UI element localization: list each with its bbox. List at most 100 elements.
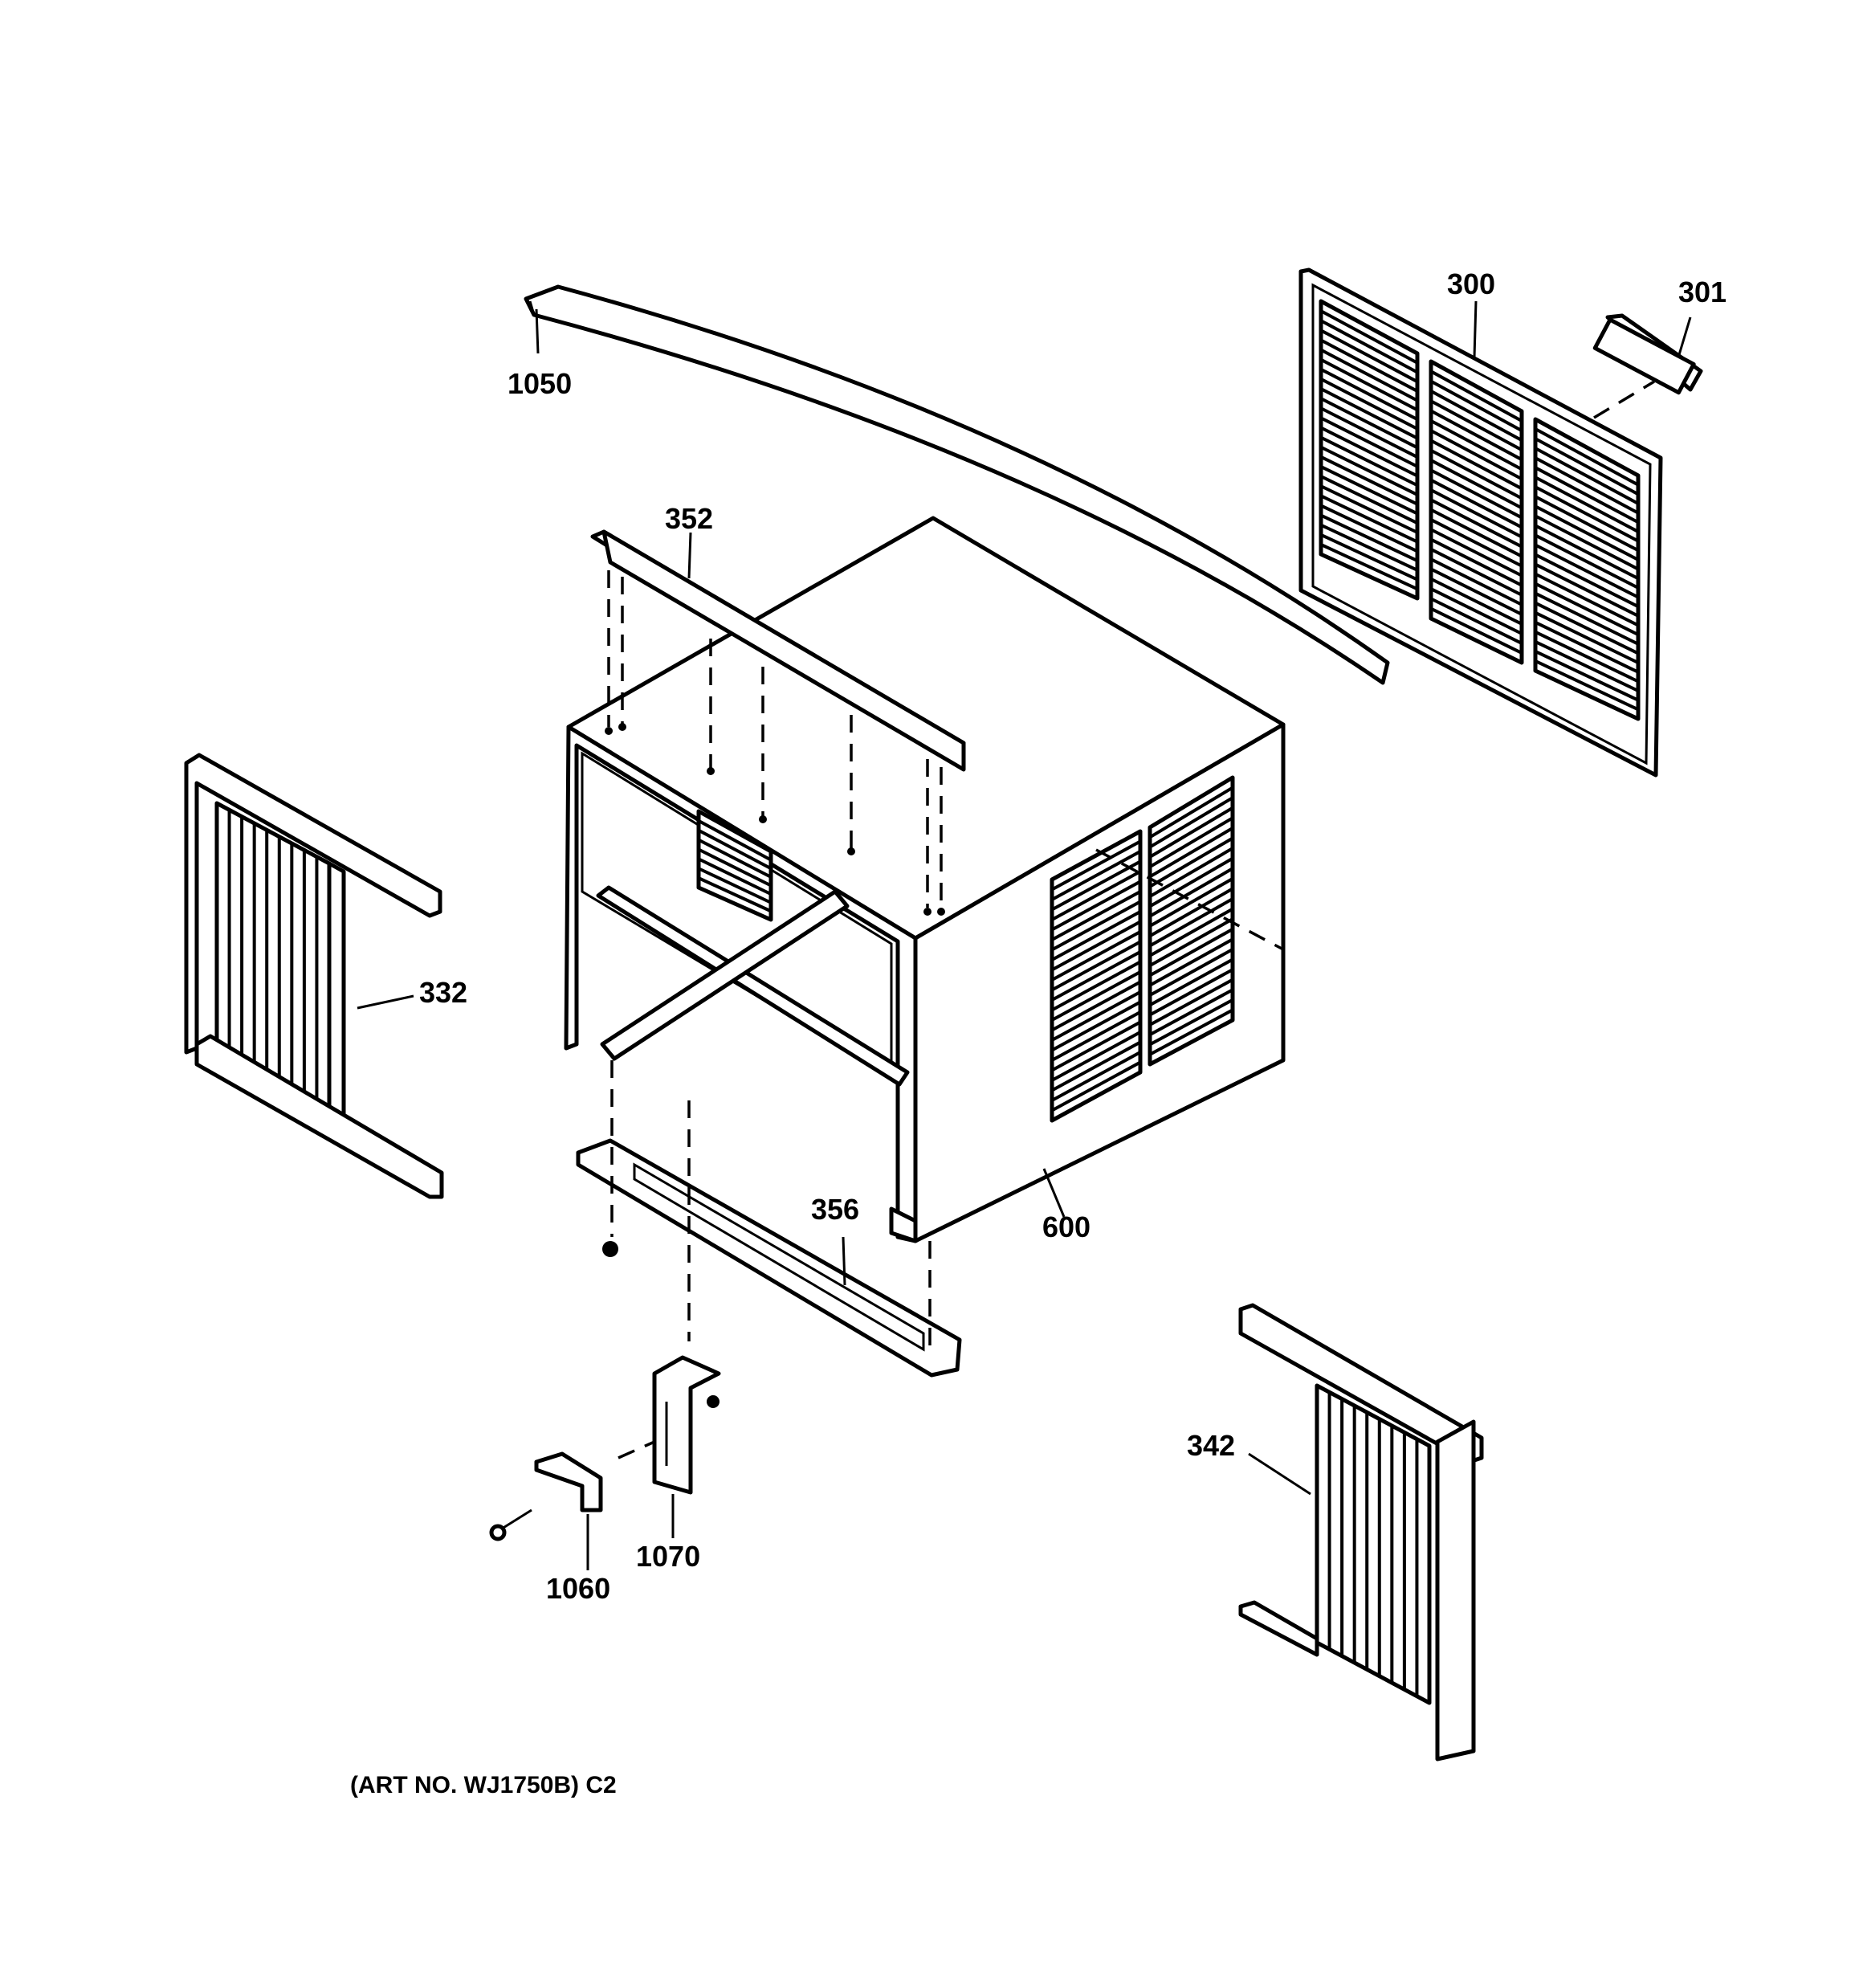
louver-line — [1051, 900, 1141, 952]
louver-line — [1149, 917, 1233, 967]
louver-line — [1320, 357, 1418, 412]
louver-line — [1430, 587, 1523, 635]
louver-line — [1430, 548, 1523, 597]
louver-line — [1320, 329, 1418, 383]
louver-line — [1430, 468, 1523, 520]
part-600-cabinet — [564, 516, 1286, 1243]
louver-line — [1320, 513, 1418, 562]
louver-line — [1535, 621, 1639, 674]
louver-line — [1535, 504, 1639, 561]
callout-1050: 1050 — [508, 367, 572, 400]
louver-line — [1535, 572, 1639, 627]
louver-line — [1430, 606, 1523, 655]
louver-line — [1430, 459, 1523, 510]
louver-line — [1430, 409, 1523, 461]
louver-line — [1148, 786, 1234, 839]
louver-line — [1149, 948, 1233, 997]
louver-line — [1051, 1051, 1141, 1102]
louver-line — [1149, 988, 1233, 1036]
louver-line — [1430, 508, 1523, 558]
louver-line — [1320, 523, 1418, 572]
louver-line — [1535, 631, 1639, 684]
part-332-left-curtain — [184, 753, 444, 1199]
louver-line — [1149, 998, 1233, 1047]
louver-line — [1148, 847, 1234, 898]
louver-line — [1430, 449, 1523, 500]
louver-line — [1149, 928, 1233, 978]
louver-line — [698, 867, 772, 904]
part-352-top-bracket — [590, 529, 966, 916]
louver-line — [698, 847, 772, 888]
callout-300: 300 — [1447, 267, 1495, 300]
louver-line — [1051, 910, 1141, 961]
louver-line — [1148, 836, 1234, 888]
louver-line — [1051, 960, 1141, 1012]
louver-line — [1149, 968, 1233, 1017]
louver-line — [1430, 557, 1523, 606]
louver-line — [1430, 390, 1523, 442]
louver-line — [698, 838, 772, 879]
louver-line — [1149, 907, 1233, 957]
louver-line — [1430, 419, 1523, 471]
louver-line — [1535, 601, 1639, 655]
louver-line — [698, 828, 772, 871]
callout-352: 352 — [665, 502, 713, 535]
louver-line — [1148, 806, 1234, 859]
louver-line — [1535, 466, 1639, 525]
louver-line — [1149, 937, 1233, 987]
louver-line — [698, 857, 772, 896]
louver-line — [1320, 533, 1418, 582]
louver-line — [1430, 379, 1523, 432]
part-300-front-grille — [1298, 267, 1663, 778]
louver-line — [1051, 990, 1141, 1042]
louver-line — [1320, 406, 1418, 459]
louver-line — [698, 876, 772, 913]
louver-line — [1430, 488, 1523, 539]
louver-line — [1051, 940, 1141, 992]
louver-line — [1430, 528, 1523, 578]
louver-line — [1320, 309, 1418, 365]
louver-line — [1535, 553, 1639, 608]
callout-342: 342 — [1187, 1429, 1235, 1462]
louver-line — [1430, 498, 1523, 549]
louver-line — [1148, 856, 1234, 908]
louver-line — [1051, 1060, 1141, 1112]
louver-line — [1535, 524, 1639, 580]
louver-line — [1430, 518, 1523, 568]
louver-line — [1430, 537, 1523, 587]
part-1060-bracket — [489, 1440, 655, 1570]
louver-line — [1320, 378, 1418, 431]
louver-line — [1051, 880, 1141, 932]
louver-line — [1051, 859, 1141, 912]
louver-line — [1149, 1008, 1233, 1056]
callout-332: 332 — [419, 976, 467, 1009]
louver-line — [1535, 650, 1639, 702]
louver-line — [1430, 369, 1523, 423]
louver-line — [1051, 920, 1141, 972]
callout-600: 600 — [1042, 1210, 1090, 1243]
louver-line — [1430, 429, 1523, 481]
part-356-bottom-rail — [576, 1060, 962, 1378]
louver-line — [1320, 445, 1418, 496]
louver-line — [1320, 494, 1418, 544]
part-342-right-curtain — [1238, 1303, 1484, 1761]
louver-line — [1320, 465, 1418, 516]
louver-line — [1535, 495, 1639, 553]
louver-line — [1535, 582, 1639, 636]
louver-line — [1320, 416, 1418, 468]
louver-line — [1051, 950, 1141, 1002]
louver-line — [1320, 426, 1418, 478]
louver-line — [1320, 348, 1418, 402]
louver-line — [1149, 897, 1233, 948]
louver-line — [1430, 478, 1523, 529]
louver-line — [1430, 439, 1523, 491]
callout-301: 301 — [1678, 276, 1726, 308]
louver-line — [1051, 850, 1141, 901]
louver-line — [1149, 957, 1233, 1007]
louver-line — [1535, 476, 1639, 533]
part-1070-bracket — [652, 1355, 721, 1538]
louver-line — [1320, 455, 1418, 506]
louver-line — [1535, 610, 1639, 664]
louver-line — [1320, 319, 1418, 374]
